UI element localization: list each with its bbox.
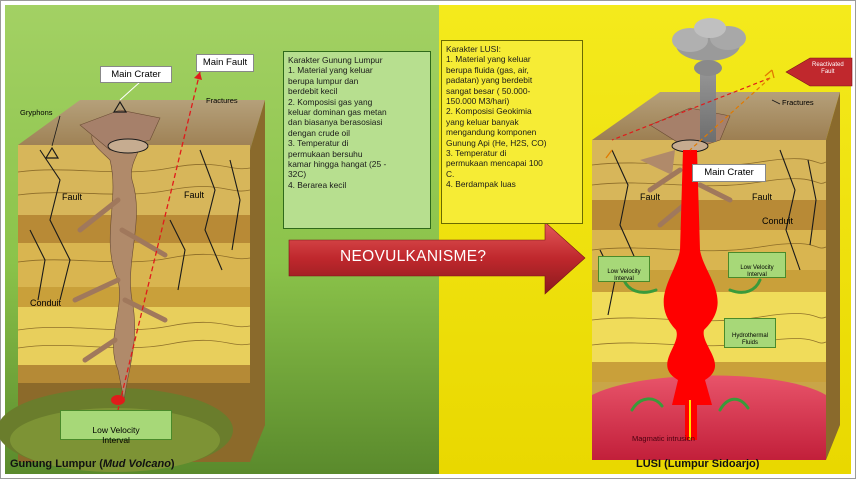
right-fault-label-2: Fault [752, 192, 773, 202]
right-low-velocity-label-1: Low Velocity Interval [598, 256, 650, 282]
karakter-lusi-box: Karakter LUSI: 1. Material yang keluar b… [441, 40, 583, 224]
left-low-velocity-text: Low Velocity Interval [92, 425, 140, 445]
right-fractures-label: Fractures [782, 98, 814, 107]
main-fault-text: Main Fault [202, 57, 248, 68]
mud-volcano-block [0, 71, 265, 472]
left-fault-label-2: Fault [184, 190, 205, 200]
left-fault-label-1: Fault [62, 192, 83, 202]
gryphons-label: Gryphons [20, 108, 53, 117]
hydrothermal-fluids-text: Hydrothermal Fluids [731, 333, 768, 346]
right-low-velocity-text-2: Low Velocity Interval [740, 265, 774, 278]
left-caption-prefix: Gunung Lumpur ( [10, 458, 103, 470]
magmatic-intrusion-label: Magmatic intrusion [632, 434, 695, 443]
right-low-velocity-text-1: Low Velocity Interval [607, 269, 641, 282]
left-low-velocity-label: Low Velocity Interval [60, 410, 172, 445]
left-main-crater-text: Main Crater [111, 69, 161, 80]
left-main-crater-label: Main Crater [100, 66, 172, 83]
main-fault-label: Main Fault [196, 54, 254, 72]
right-fault-label-1: Fault [640, 192, 661, 202]
right-low-velocity-label-2: Low Velocity Interval [728, 252, 786, 278]
karakter-gunung-lumpur-box: Karakter Gunung Lumpur 1. Material yang … [283, 51, 431, 229]
neovulkanisme-label: NEOVULKANISME? [340, 248, 487, 265]
left-caption-suffix: ) [170, 458, 175, 470]
reactivated-fault-label: Reactivated Fault [812, 62, 844, 75]
right-main-crater-label: Main Crater [692, 164, 766, 182]
left-caption-italic: Mud Volcano [102, 458, 171, 470]
hydrothermal-fluids-label: Hydrothermal Fluids [724, 318, 776, 348]
right-main-crater-text: Main Crater [704, 167, 754, 178]
right-caption: LUSI (Lumpur Sidoarjo) [636, 458, 760, 470]
right-conduit-label: Conduit [762, 216, 794, 226]
lusi-block [591, 18, 853, 460]
left-conduit-label: Conduit [30, 298, 62, 308]
left-caption: Gunung Lumpur (Mud Volcano) [10, 458, 175, 470]
neovulkanisme-arrow [288, 221, 586, 295]
left-fractures-label: Fractures [206, 96, 238, 105]
